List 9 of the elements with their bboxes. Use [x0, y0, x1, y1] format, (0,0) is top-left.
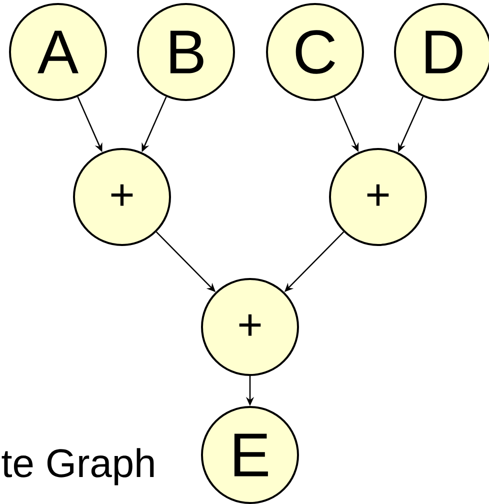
circle-node: E: [201, 406, 299, 504]
circle-node: D: [394, 3, 489, 101]
circle-node: C: [266, 3, 364, 101]
circle-node: +: [329, 148, 427, 246]
circle-node: A: [9, 3, 107, 101]
caption-text: te Graph: [2, 448, 154, 486]
circle-node: B: [137, 3, 235, 101]
circle-node: +: [73, 148, 171, 246]
circle-node: +: [201, 278, 299, 376]
